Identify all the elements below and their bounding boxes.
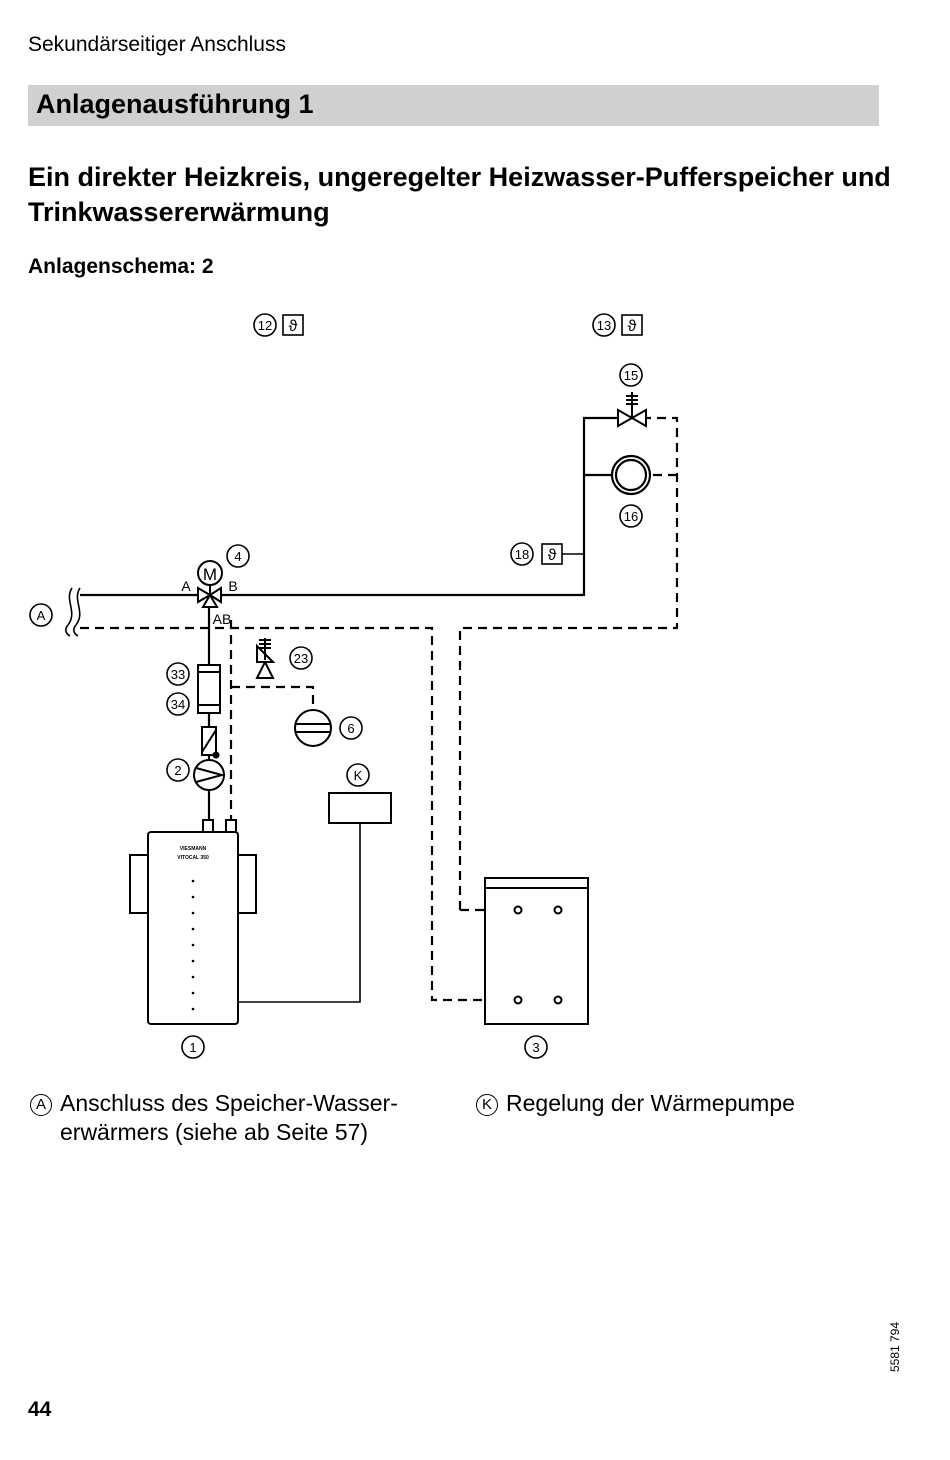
callout-13 — [592, 313, 616, 337]
callout-1 — [181, 1035, 205, 1059]
svg-text:6: 6 — [347, 721, 354, 736]
legend-key-k: K — [476, 1094, 498, 1116]
brand-logo: VIESMANN — [180, 846, 207, 852]
legend-item-k: K Regelung der Wärmepumpe — [476, 1089, 795, 1118]
section-title-bar — [28, 85, 879, 126]
svg-text:4: 4 — [234, 549, 241, 564]
callout-33 — [166, 662, 190, 686]
callout-3 — [524, 1035, 548, 1059]
supply-line — [80, 416, 618, 597]
page-heading: Ein direkter Heizkreis, ungeregelter Hei… — [28, 162, 891, 227]
svg-text:12: 12 — [258, 318, 272, 333]
callout-23 — [289, 646, 313, 670]
svg-text:3: 3 — [532, 1040, 539, 1055]
svg-text:33: 33 — [171, 667, 185, 682]
sensor-symbol-18: ϑ — [548, 547, 557, 564]
temperature-sensor-icon — [282, 314, 643, 565]
svg-text:34: 34 — [171, 697, 185, 712]
legend-text-k: Regelung der Wärmepumpe — [506, 1090, 795, 1116]
callout-6 — [339, 716, 363, 740]
circulation-pump-icon — [193, 759, 226, 791]
control-line — [238, 823, 361, 1003]
svg-text:A: A — [37, 608, 46, 623]
callout-12 — [253, 313, 277, 337]
port-a-label: A — [181, 578, 191, 594]
mixing-valve-icon — [197, 560, 223, 608]
break-mark — [64, 587, 81, 637]
heating-circuit-icon — [610, 454, 652, 496]
sensor-symbol-12: ϑ — [289, 318, 298, 335]
legend-item-a: A Anschluss des Speicher-Wasser-erwärmers… — [30, 1089, 398, 1147]
svg-text:K: K — [354, 768, 363, 783]
document-number: 5581 794 — [888, 1321, 902, 1373]
schema-label: Anlagenschema: 2 — [28, 255, 214, 278]
svg-text:16: 16 — [624, 509, 638, 524]
filter-icon — [197, 664, 221, 714]
svg-text:1: 1 — [189, 1040, 196, 1055]
system-schema-diagram: M A B AB — [29, 313, 679, 1059]
port-ab-label: AB — [213, 611, 232, 627]
legend-text-a-line2: erwärmers (siehe ab Seite 57) — [60, 1119, 369, 1145]
overflow-valve-icon — [617, 392, 647, 428]
svg-text:23: 23 — [294, 651, 308, 666]
callout-18 — [510, 542, 534, 566]
sensor-symbol-13: ϑ — [628, 318, 637, 335]
callout-2 — [166, 758, 190, 782]
callout-16 — [619, 504, 643, 528]
callout-A — [29, 603, 53, 627]
heat-pump-dots — [191, 879, 195, 1011]
section-header-label: Sekundärseitiger Anschluss — [28, 33, 286, 56]
heat-pump-controller-box — [328, 792, 392, 824]
model-label: VITOCAL 350 — [177, 855, 209, 861]
callout-4 — [226, 544, 250, 568]
callout-34 — [166, 692, 190, 716]
port-b-label: B — [228, 578, 237, 594]
callout-K — [346, 763, 370, 787]
svg-text:18: 18 — [515, 547, 529, 562]
buffer-storage-tank — [484, 877, 589, 1025]
check-valve-icon — [201, 726, 220, 759]
return-line — [80, 416, 679, 1002]
heat-pump-return-line — [229, 620, 315, 820]
svg-text:15: 15 — [624, 368, 638, 383]
legend-key-a: A — [30, 1094, 52, 1116]
svg-text:2: 2 — [174, 763, 181, 778]
svg-text:13: 13 — [597, 318, 611, 333]
safety-valve-icon — [255, 638, 276, 679]
legend-text-a-line1: Anschluss des Speicher-Wasser- — [60, 1090, 398, 1116]
expansion-vessel-icon — [294, 709, 332, 747]
section-title: Anlagenausführung 1 — [36, 89, 314, 119]
callout-15 — [619, 363, 643, 387]
page-number: 44 — [28, 1398, 52, 1421]
motor-symbol: M — [203, 565, 217, 584]
